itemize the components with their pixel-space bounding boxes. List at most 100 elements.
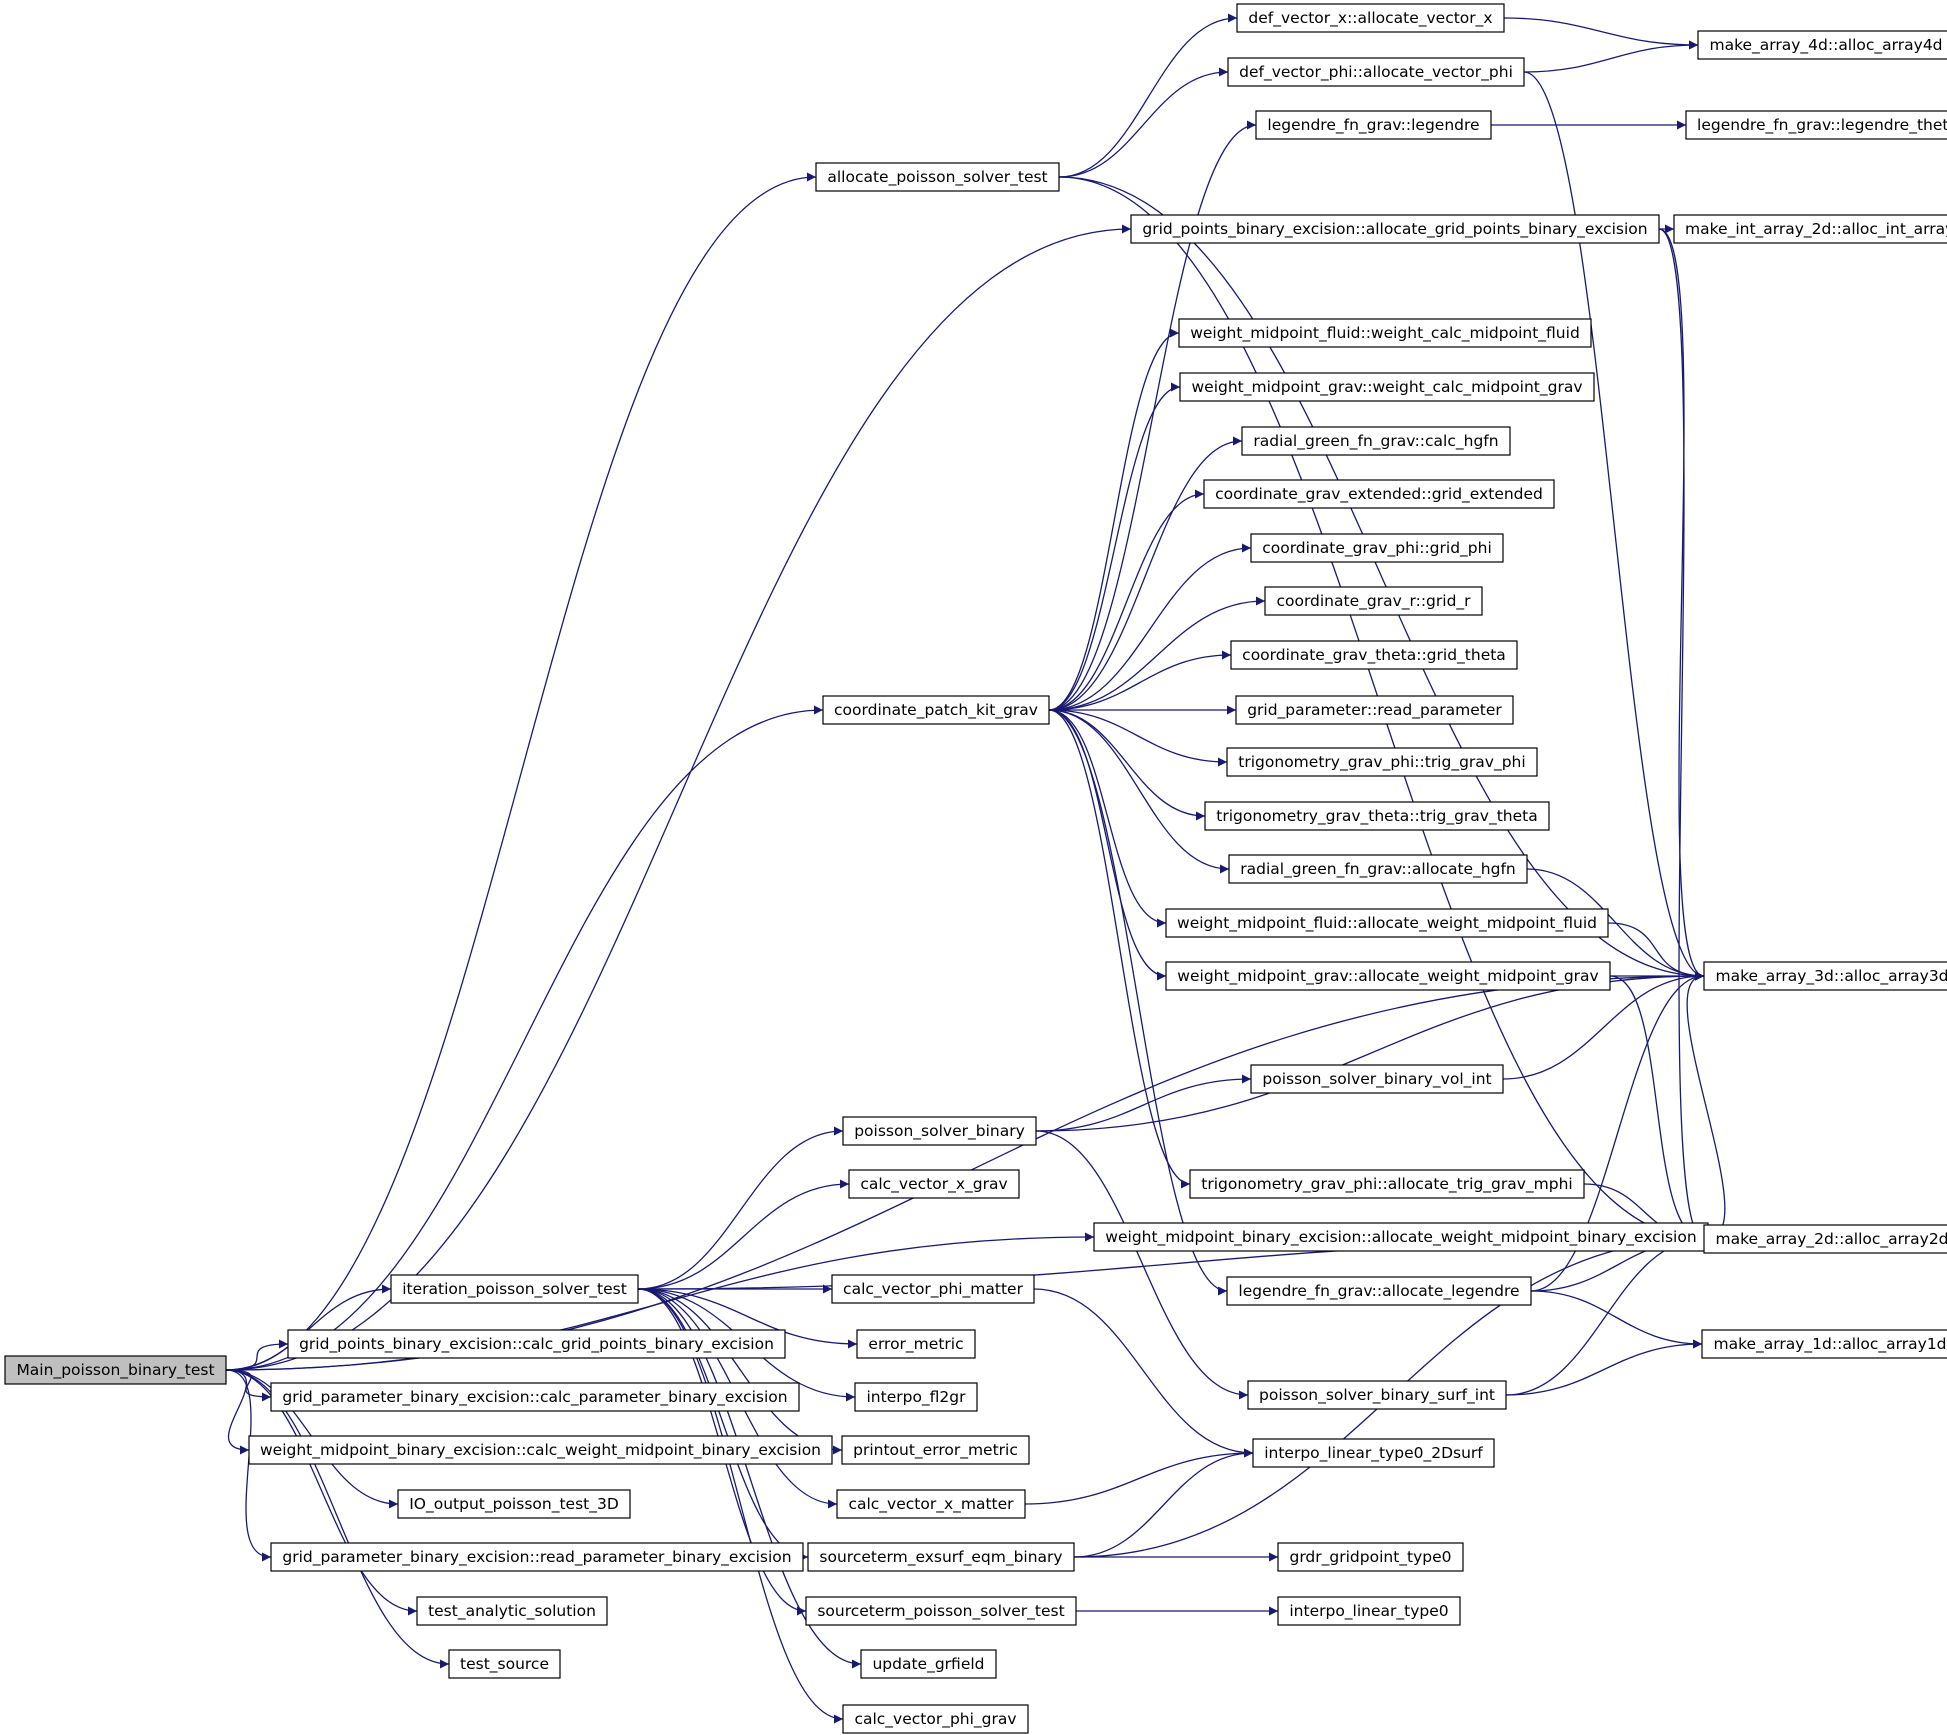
- node-srcps[interactable]: sourceterm_poisson_solver_test: [805, 1596, 1077, 1626]
- node-label: sourceterm_poisson_solver_test: [817, 1602, 1064, 1621]
- node-dvx[interactable]: def_vector_x::allocate_vector_x: [1236, 3, 1505, 33]
- node-wmg_alloc[interactable]: weight_midpoint_grav::allocate_weight_mi…: [1165, 961, 1611, 991]
- node-gp_calc[interactable]: grid_points_binary_excision::calc_grid_p…: [287, 1329, 786, 1359]
- node-psb_vol[interactable]: poisson_solver_binary_vol_int: [1250, 1064, 1504, 1094]
- node-main[interactable]: Main_poisson_binary_test: [4, 1355, 227, 1385]
- call-edge-iter-to-cvxg: [637, 1179, 850, 1290]
- node-cgr[interactable]: coordinate_grav_r::grid_r: [1264, 586, 1483, 616]
- node-wm_calc[interactable]: weight_midpoint_binary_excision::calc_we…: [248, 1435, 833, 1465]
- node-gpar_calc[interactable]: grid_parameter_binary_excision::calc_par…: [270, 1382, 800, 1412]
- call-edge-psb_surf-to-ma2: [1505, 1234, 1705, 1396]
- node-alloc_test[interactable]: allocate_poisson_solver_test: [815, 162, 1060, 192]
- node-wmbe_alloc[interactable]: weight_midpoint_binary_excision::allocat…: [1093, 1222, 1709, 1252]
- node-cge[interactable]: coordinate_grav_extended::grid_extended: [1203, 479, 1555, 509]
- node-box: [1247, 1380, 1507, 1410]
- node-label: make_array_1d::alloc_array1d: [1713, 1335, 1946, 1354]
- call-edge-dvphi-to-ma4: [1523, 40, 1699, 73]
- node-label: poisson_solver_binary: [854, 1122, 1025, 1141]
- node-box: [836, 1489, 1026, 1519]
- call-edge-cvpm-to-il2d: [1033, 1288, 1254, 1458]
- node-label: update_grfield: [872, 1655, 984, 1674]
- node-box: [1235, 695, 1514, 725]
- node-gpbe_alloc[interactable]: grid_points_binary_excision::allocate_gr…: [1130, 214, 1660, 244]
- node-box: [1241, 426, 1511, 456]
- node-box: [390, 1274, 639, 1304]
- node-cvxm[interactable]: calc_vector_x_matter: [836, 1489, 1026, 1519]
- call-edge-cpk-to-wmf_calc: [1048, 328, 1180, 711]
- node-label: iteration_poisson_solver_test: [402, 1280, 627, 1299]
- node-mai2[interactable]: make_int_array_2d::alloc_int_array2d: [1673, 214, 1947, 244]
- node-io_out[interactable]: IO_output_poisson_test_3D: [397, 1489, 631, 1519]
- node-label: weight_midpoint_fluid::weight_calc_midpo…: [1190, 324, 1580, 343]
- node-label: poisson_solver_binary_vol_int: [1262, 1070, 1491, 1089]
- node-label: legendre_fn_grav::legendre_theta: [1697, 116, 1947, 135]
- node-label: make_int_array_2d::alloc_int_array2d: [1685, 220, 1947, 239]
- node-box: [1255, 110, 1492, 140]
- call-edge-main-to-test_src: [225, 1369, 450, 1669]
- node-leg_alloc[interactable]: legendre_fn_grav::allocate_legendre: [1226, 1276, 1532, 1306]
- node-errm[interactable]: error_metric: [856, 1329, 976, 1359]
- node-ma2[interactable]: make_array_2d::alloc_array2d: [1703, 1224, 1947, 1254]
- node-box: [805, 1596, 1077, 1626]
- node-gpar_read[interactable]: grid_parameter_binary_excision::read_par…: [270, 1542, 804, 1572]
- node-grdr[interactable]: grdr_gridpoint_type0: [1277, 1542, 1464, 1572]
- node-updg[interactable]: update_grfield: [860, 1649, 997, 1679]
- node-box: [1203, 479, 1555, 509]
- call-edge-iter-to-updg: [637, 1288, 862, 1669]
- call-edge-wmg_alloc-to-ma2: [1609, 975, 1705, 1244]
- node-test_an[interactable]: test_analytic_solution: [416, 1596, 608, 1626]
- node-label: interpo_linear_type0: [1289, 1602, 1448, 1621]
- node-wmf_alloc[interactable]: weight_midpoint_fluid::allocate_weight_m…: [1165, 908, 1609, 938]
- node-cgp[interactable]: coordinate_grav_phi::grid_phi: [1250, 533, 1504, 563]
- node-box: [397, 1489, 631, 1519]
- node-wmf_calc[interactable]: weight_midpoint_fluid::weight_calc_midpo…: [1178, 318, 1592, 348]
- node-cvpm[interactable]: calc_vector_phi_matter: [831, 1274, 1035, 1304]
- node-interp_fl[interactable]: interpo_fl2gr: [854, 1382, 978, 1412]
- node-iter[interactable]: iteration_poisson_solver_test: [390, 1274, 639, 1304]
- node-label: weight_midpoint_fluid::allocate_weight_m…: [1177, 914, 1597, 933]
- node-srcex[interactable]: sourceterm_exsurf_eqm_binary: [807, 1542, 1075, 1572]
- node-il2d[interactable]: interpo_linear_type0_2Dsurf: [1252, 1438, 1495, 1468]
- node-wmg_calc[interactable]: weight_midpoint_grav::weight_calc_midpoi…: [1179, 372, 1595, 402]
- node-cgt[interactable]: coordinate_grav_theta::grid_theta: [1230, 640, 1518, 670]
- node-cvpg[interactable]: calc_vector_phi_grav: [842, 1704, 1029, 1734]
- node-label: calc_vector_x_grav: [860, 1175, 1007, 1194]
- node-il0[interactable]: interpo_linear_type0: [1277, 1596, 1461, 1626]
- node-label: radial_green_fn_grav::allocate_hgfn: [1240, 860, 1516, 879]
- node-psb[interactable]: poisson_solver_binary: [842, 1116, 1037, 1146]
- node-box: [1703, 1224, 1947, 1254]
- node-perr[interactable]: printout_error_metric: [841, 1435, 1030, 1465]
- node-legt[interactable]: legendre_fn_grav::legendre_theta: [1685, 110, 1947, 140]
- node-cvxg[interactable]: calc_vector_x_grav: [848, 1169, 1020, 1199]
- node-test_src[interactable]: test_source: [448, 1649, 561, 1679]
- node-ma1[interactable]: make_array_1d::alloc_array1d: [1701, 1329, 1947, 1359]
- function-nodes: Main_poisson_binary_test allocate_poisson…: [4, 3, 1947, 1734]
- node-box: [448, 1649, 561, 1679]
- node-dvphi[interactable]: def_vector_phi::allocate_vector_phi: [1227, 57, 1525, 87]
- node-label: trigonometry_grav_phi::trig_grav_phi: [1238, 753, 1525, 772]
- node-box: [416, 1596, 608, 1626]
- node-label: make_array_3d::alloc_array3d: [1715, 967, 1947, 986]
- node-box: [1130, 214, 1660, 244]
- node-label: calc_vector_x_matter: [848, 1495, 1014, 1514]
- node-label: calc_vector_phi_grav: [854, 1710, 1016, 1729]
- node-label: trigonometry_grav_phi::allocate_trig_gra…: [1201, 1175, 1572, 1194]
- node-rg_calc[interactable]: radial_green_fn_grav::calc_hgfn: [1241, 426, 1511, 456]
- node-cpk[interactable]: coordinate_patch_kit_grav: [822, 695, 1050, 725]
- node-tgp[interactable]: trigonometry_grav_phi::trig_grav_phi: [1226, 747, 1538, 777]
- node-box: [1226, 747, 1538, 777]
- node-leg[interactable]: legendre_fn_grav::legendre: [1255, 110, 1492, 140]
- node-ma4[interactable]: make_array_4d::alloc_array4d: [1697, 30, 1947, 60]
- node-box: [1250, 1064, 1504, 1094]
- node-label: weight_midpoint_grav::allocate_weight_mi…: [1177, 967, 1598, 986]
- node-label: test_analytic_solution: [428, 1602, 596, 1621]
- node-gprp[interactable]: grid_parameter::read_parameter: [1235, 695, 1514, 725]
- node-tgp_alloc[interactable]: trigonometry_grav_phi::allocate_trig_gra…: [1189, 1169, 1585, 1199]
- node-ma3[interactable]: make_array_3d::alloc_array3d: [1703, 961, 1947, 991]
- node-rg_alloc[interactable]: radial_green_fn_grav::allocate_hgfn: [1228, 854, 1528, 884]
- call-edge-srcex-to-il2d: [1073, 1448, 1254, 1558]
- node-psb_surf[interactable]: poisson_solver_binary_surf_int: [1247, 1380, 1507, 1410]
- node-box: [1250, 533, 1504, 563]
- node-tgt[interactable]: trigonometry_grav_theta::trig_grav_theta: [1204, 801, 1550, 831]
